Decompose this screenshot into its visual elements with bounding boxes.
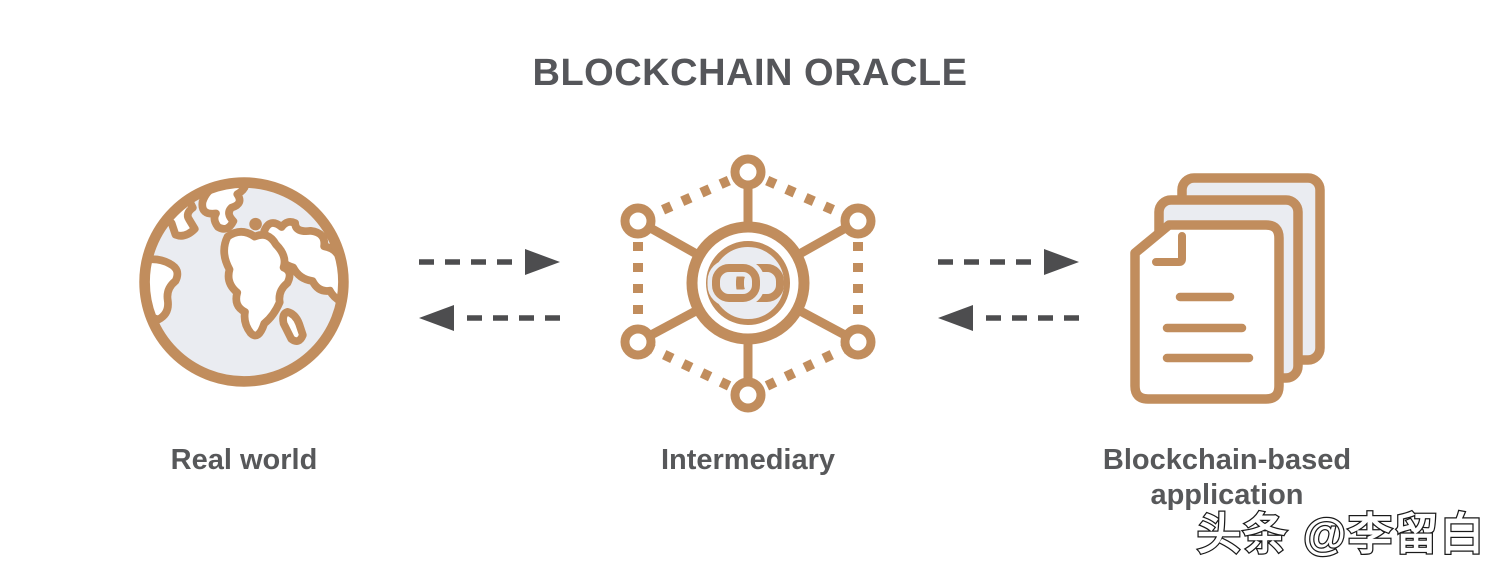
- page-title: BLOCKCHAIN ORACLE: [532, 52, 968, 94]
- arrow-left-icon: [419, 305, 560, 331]
- node-intermediary: Intermediary: [618, 153, 878, 476]
- node-real-world: Real world: [114, 171, 374, 476]
- globe-icon: [139, 177, 349, 387]
- hub-node-circles: [620, 154, 876, 413]
- node-blockchain-application: Blockchain-based application: [1097, 166, 1357, 511]
- watermark-text: 头条 @李留白: [1196, 509, 1486, 561]
- node-label-real-world: Real world: [170, 444, 318, 476]
- island-dot: [249, 217, 262, 231]
- arrow-right-icon: [419, 249, 560, 275]
- node-label-intermediary: Intermediary: [660, 444, 836, 476]
- arrow-right-icon: [938, 249, 1079, 275]
- node-label-blockchain-application: Blockchain-based application: [1097, 443, 1357, 513]
- documents-stack-icon: [1130, 173, 1325, 404]
- network-hub-chain-icon: [620, 154, 876, 413]
- arrow-left-icon: [938, 305, 1079, 331]
- chain-link-icon: [707, 259, 784, 307]
- node-label-line-1: Blockchain-based: [1102, 444, 1352, 476]
- node-label-line-2: application: [1150, 479, 1304, 511]
